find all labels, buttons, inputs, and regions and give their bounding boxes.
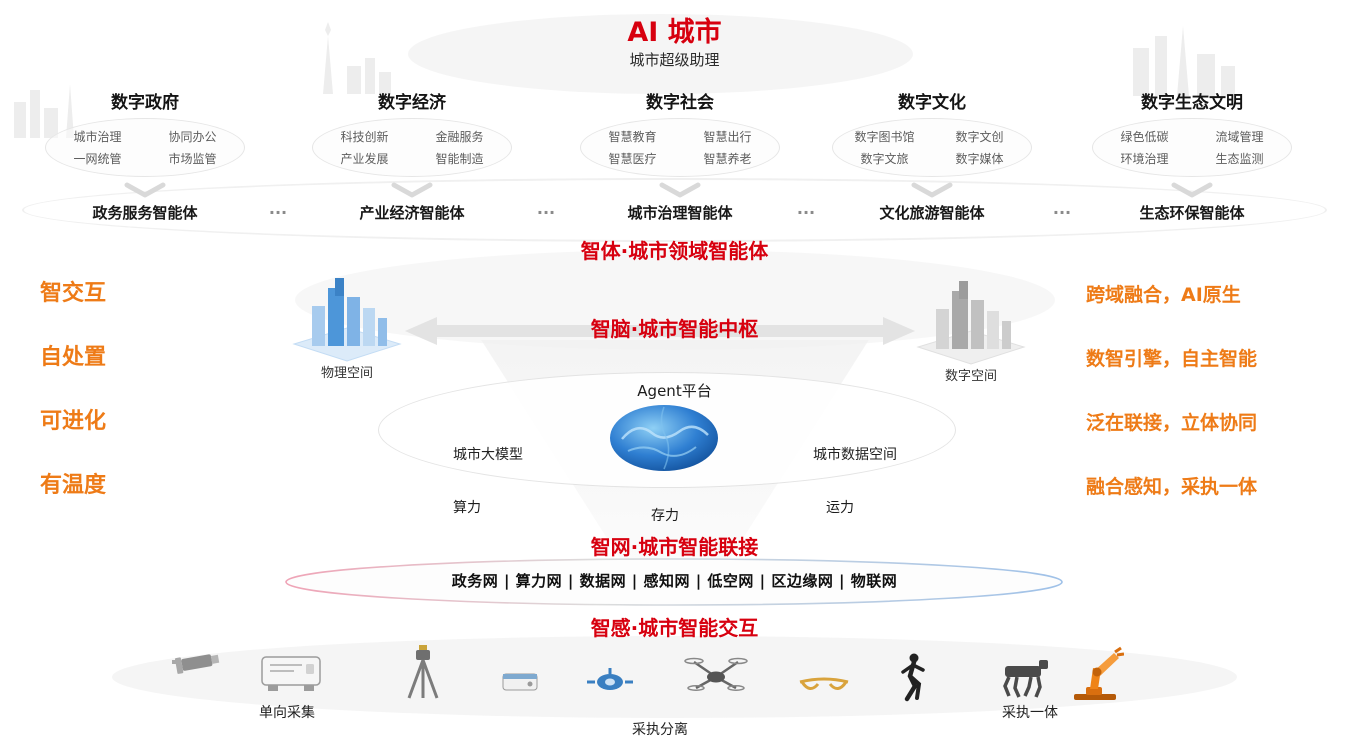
storage-power-label: 存力: [651, 508, 679, 524]
feature-label: 自处置: [40, 345, 107, 370]
ellipsis: ...: [1052, 199, 1072, 218]
domain-item: 数字文旅: [860, 152, 909, 166]
feature-label: 泛在联接，立体协同: [1086, 412, 1258, 434]
domain-column-society: 数字社会 智慧教育 智慧出行 智慧医疗 智慧养老: [570, 88, 790, 198]
domain-item: 生态监测: [1215, 152, 1264, 166]
domain-item-group: 数字图书馆 数字文创 数字文旅 数字媒体: [832, 118, 1032, 177]
domain-item-group: 绿色低碳 流域管理 环境治理 生态监测: [1092, 118, 1292, 177]
network-ring: [285, 558, 1063, 606]
domain-title: 数字生态文明: [1141, 93, 1243, 113]
chevron-down-icon: [124, 182, 166, 198]
skyline-decor: [14, 84, 74, 138]
domain-item: 一网统管: [73, 152, 122, 166]
collector-box-icon: [261, 656, 321, 691]
feature-label: 跨域融合，AI原生: [1086, 284, 1241, 306]
domain-column-culture: 数字文化 数字图书馆 数字文创 数字文旅 数字媒体: [822, 88, 1042, 198]
subtitle: 城市超级助理: [629, 51, 720, 69]
domain-item: 流域管理: [1215, 130, 1264, 144]
right-feature-list: 跨域融合，AI原生 数智引擎，自主智能 泛在联接，立体协同 融合感知，采执一体: [1086, 283, 1257, 539]
domain-item-group: 智慧教育 智慧出行 智慧医疗 智慧养老: [580, 118, 780, 177]
gimbal-icon: [587, 668, 633, 690]
agent-label: 文化旅游智能体: [879, 204, 985, 222]
domain-item: 数字文创: [955, 130, 1004, 144]
chevron-down-icon: [391, 182, 433, 198]
domain-title: 数字经济: [378, 93, 446, 113]
skyline-decor: [323, 22, 391, 94]
domain-item-group: 科技创新 金融服务 产业发展 智能制造: [312, 118, 512, 177]
left-feature-list: 智交互 自处置 可进化 有温度: [40, 280, 106, 536]
domain-title: 数字文化: [898, 93, 966, 113]
drone-icon: [684, 657, 748, 691]
domain-item: 智慧医疗: [608, 152, 657, 166]
surveying-instrument-icon: [407, 645, 439, 699]
domain-item: 数字图书馆: [854, 130, 915, 144]
chevron-down-icon: [659, 182, 701, 198]
smart-glasses-icon: [799, 677, 849, 690]
domain-item: 环境治理: [1120, 152, 1169, 166]
domain-item: 市场监管: [168, 152, 217, 166]
humanoid-robot-icon: [901, 653, 925, 702]
city-model-label: 城市大模型: [453, 447, 523, 463]
background-ellipse-agents: [22, 178, 1327, 242]
layer-title-sense: 智感·城市智能交互: [590, 616, 759, 640]
domain-item: 城市治理: [73, 130, 122, 144]
camera-icon: [172, 654, 220, 674]
brain-icon: [610, 405, 718, 471]
layer-title-agents: 智体·城市领域智能体: [580, 239, 769, 263]
capture-mode-label: 采执一体: [1002, 705, 1058, 721]
robot-dog-icon: [1003, 660, 1048, 698]
transport-power-label: 运力: [826, 500, 854, 516]
sensor-icon: [502, 673, 538, 691]
agent-platform-label: Agent平台: [637, 382, 712, 400]
domain-item: 产业发展: [340, 152, 389, 166]
domain-item: 智慧养老: [703, 152, 752, 166]
feature-label: 智交互: [40, 281, 107, 306]
capture-mode-label: 单向采集: [259, 705, 315, 721]
domain-item: 金融服务: [435, 130, 484, 144]
physical-space-label: 物理空间: [320, 366, 373, 381]
compute-power-label: 算力: [453, 500, 481, 516]
skyline-decor: [1133, 26, 1235, 96]
domain-column-ecology: 数字生态文明 绿色低碳 流域管理 环境治理 生态监测: [1082, 88, 1302, 198]
chevron-down-icon: [911, 182, 953, 198]
domain-item: 数字媒体: [955, 152, 1004, 166]
ellipsis: ...: [268, 199, 288, 218]
domain-item: 协同办公: [168, 130, 217, 144]
domain-item: 智能制造: [435, 152, 484, 166]
digital-space-label: 数字空间: [944, 369, 997, 384]
digital-space-city-icon: [916, 281, 1026, 365]
main-title: AI 城市: [627, 17, 722, 48]
agent-label: 生态环保智能体: [1139, 204, 1245, 222]
networks-label: 政务网 | 算力网 | 数据网 | 感知网 | 低空网 | 区边缘网 | 物联网: [451, 572, 898, 590]
layer-title-brain: 智脑·城市智能中枢: [590, 317, 759, 341]
physical-space-city-icon: [292, 278, 402, 362]
domain-title: 数字政府: [111, 93, 179, 113]
bidirectional-arrow-icon: [405, 317, 915, 345]
domain-item: 绿色低碳: [1120, 130, 1169, 144]
city-dataspace-label: 城市数据空间: [813, 447, 897, 463]
layer-title-network: 智网·城市智能联接: [590, 535, 759, 559]
feature-label: 有温度: [40, 473, 107, 498]
domain-item: 智慧出行: [703, 130, 752, 144]
feature-label: 可进化: [40, 409, 107, 434]
agent-label: 城市治理智能体: [627, 204, 733, 222]
capture-mode-label: 采执分离: [632, 722, 688, 738]
ellipsis: ...: [796, 199, 816, 218]
domain-item: 科技创新: [340, 130, 389, 144]
robotic-arm-icon: [1074, 646, 1124, 700]
domain-item-group: 城市治理 协同办公 一网统管 市场监管: [45, 118, 245, 177]
agent-label: 政务服务智能体: [92, 204, 198, 222]
domain-column-economy: 数字经济 科技创新 金融服务 产业发展 智能制造: [302, 88, 522, 198]
ellipsis: ...: [536, 199, 556, 218]
agent-label: 产业经济智能体: [359, 204, 465, 222]
domain-title: 数字社会: [646, 93, 714, 113]
background-ellipse-top: [408, 14, 913, 94]
feature-label: 融合感知，采执一体: [1086, 476, 1258, 498]
chevron-down-icon: [1171, 182, 1213, 198]
feature-label: 数智引擎，自主智能: [1086, 348, 1258, 370]
domain-column-government: 数字政府 城市治理 协同办公 一网统管 市场监管: [35, 88, 255, 198]
domain-item: 智慧教育: [608, 130, 657, 144]
